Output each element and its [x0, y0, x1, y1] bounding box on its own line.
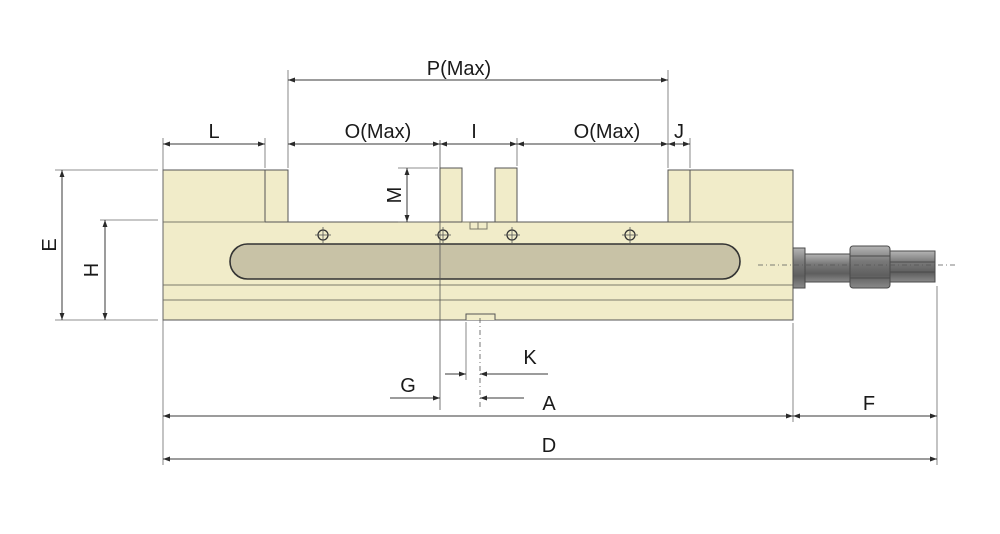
shaft-body: [804, 253, 851, 283]
bottom-key: [465, 313, 496, 320]
label-l: L: [208, 121, 219, 143]
bolt-hole: [435, 227, 451, 243]
label-g: G: [400, 375, 416, 397]
shaft-collar: [792, 247, 806, 289]
label-a: A: [542, 393, 556, 415]
label-o-max-right: O(Max): [574, 121, 641, 143]
label-k: K: [523, 347, 537, 369]
label-e: E: [39, 238, 61, 251]
spindle-shaft: [758, 245, 955, 289]
dimension-labels: P(Max) L O(Max) I O(Max) J M E H K G A F…: [39, 58, 875, 457]
center-jaw-left: [439, 167, 463, 223]
label-f: F: [863, 393, 875, 415]
label-j: J: [674, 121, 684, 143]
center-key-notch: [462, 221, 488, 230]
right-end-block: [689, 169, 794, 223]
label-i: I: [471, 121, 477, 143]
label-h: H: [81, 263, 103, 277]
label-d: D: [542, 435, 556, 457]
bolt-hole: [315, 227, 331, 243]
right-jaw-plate: [667, 169, 691, 223]
label-m: M: [384, 187, 406, 204]
guide-slot: [229, 243, 741, 280]
dimension-lines: [59, 77, 937, 462]
bolt-holes: [315, 227, 638, 243]
bolt-hole: [504, 227, 520, 243]
shaft-nut: [849, 245, 891, 289]
shaft-square-end: [889, 250, 936, 283]
label-p-max: P(Max): [427, 58, 491, 80]
bolt-hole: [622, 227, 638, 243]
center-jaw-right: [494, 167, 518, 223]
vise-body: [162, 167, 794, 321]
left-end-block: [162, 169, 266, 223]
label-o-max-left: O(Max): [345, 121, 412, 143]
left-jaw-plate: [264, 169, 289, 223]
